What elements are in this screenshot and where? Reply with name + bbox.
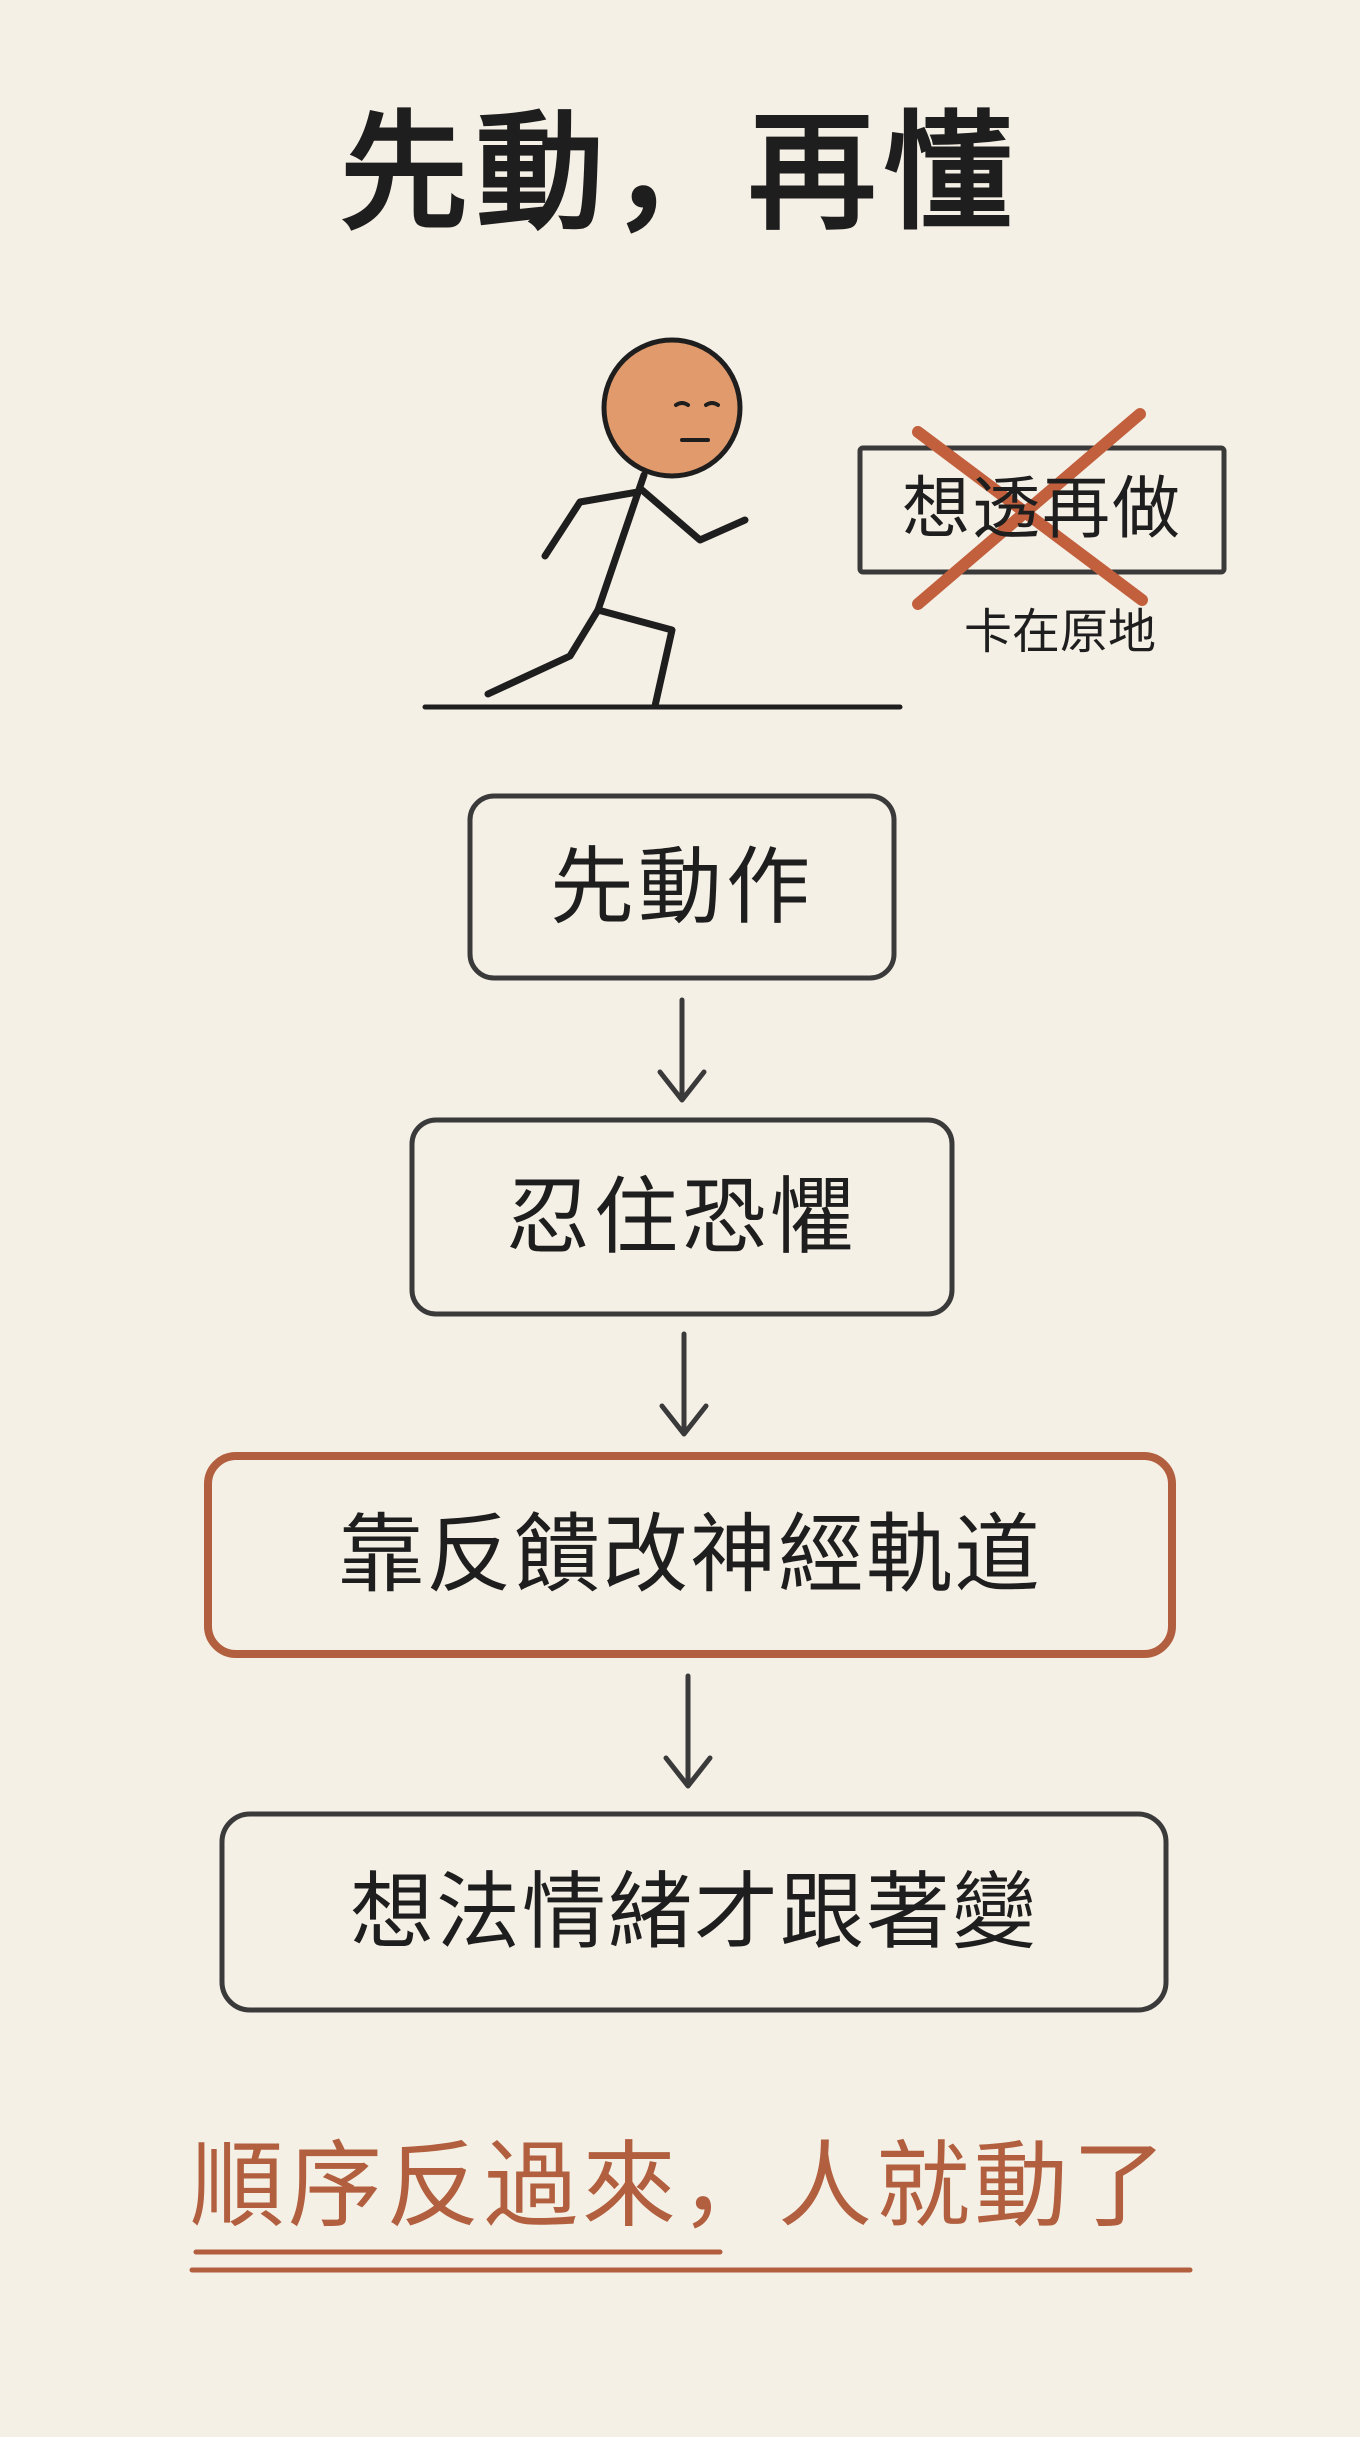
cross-out-icon	[912, 408, 1148, 610]
figure-front-leg	[594, 606, 676, 710]
figure-front-arm	[638, 486, 749, 544]
step-box-3	[204, 1452, 1176, 1658]
conclusion-text: 順序反過來，人就動了	[189, 2132, 1170, 2241]
running-stick-figure-icon	[422, 337, 903, 710]
step-1-label: 先動作	[549, 838, 814, 936]
down-arrow-icon	[659, 1331, 709, 1437]
step-4-label: 想法情緒才跟著變	[349, 1863, 1038, 1961]
figure-torso	[594, 471, 648, 614]
figure-back-leg	[484, 606, 602, 698]
step-box-4	[219, 1811, 1169, 2013]
step-box-1	[467, 793, 897, 981]
figure-eyes	[674, 401, 720, 407]
conclusion-underline	[189, 2249, 1193, 2273]
figure-head	[601, 337, 743, 479]
rejected-idea-label: 想透再做	[901, 470, 1182, 549]
step-box-2	[409, 1117, 955, 1317]
step-2-label: 忍住恐懼	[505, 1168, 858, 1266]
down-arrow-icon	[663, 1673, 713, 1789]
page-title: 先動，再懂	[339, 99, 1020, 248]
stuck-note: 卡在原地	[963, 604, 1156, 660]
figure-back-arm	[541, 488, 642, 560]
rejected-box	[857, 445, 1227, 575]
down-arrow-icon	[657, 997, 707, 1103]
step-3-label: 靠反饋改神經軌道	[338, 1505, 1042, 1605]
